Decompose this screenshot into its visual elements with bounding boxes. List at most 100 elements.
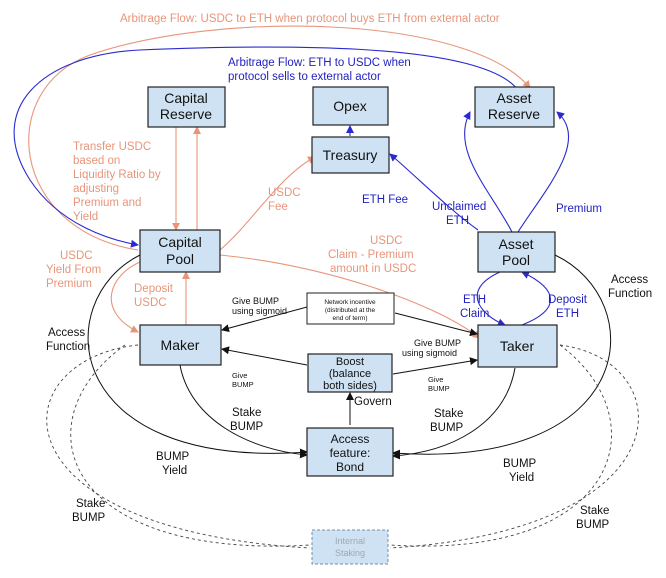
svg-text:based on: based on: [73, 155, 120, 167]
label-deposit-eth: Deposit ETH: [548, 294, 588, 320]
edge-stake-bump-far-right: [389, 344, 639, 549]
node-maker: Maker: [139, 324, 222, 366]
node-capital-reserve: Capital Reserve: [147, 86, 226, 128]
edge-usdc-claim: [219, 254, 481, 339]
node-label: Boost: [336, 356, 364, 368]
label-stake-bump-left: Stake BUMP: [230, 407, 264, 433]
svg-text:Function: Function: [46, 341, 90, 353]
edge-access-function-left: [87, 254, 308, 457]
edge-unclaimed-eth: [463, 111, 513, 233]
node-label: Bond: [336, 460, 364, 474]
svg-text:BUMP: BUMP: [576, 519, 610, 531]
label-transfer-usdc: Transfer USDC based on Liquidity Ratio b…: [73, 141, 161, 223]
svg-text:Give BUMP: Give BUMP: [232, 296, 279, 306]
svg-text:USDC: USDC: [268, 187, 301, 199]
node-label: Maker: [161, 337, 200, 353]
label-access-function-left: Access Function: [46, 327, 90, 353]
svg-text:Claim - Premium: Claim - Premium: [328, 249, 414, 261]
label-stake-bump-far-right: Stake BUMP: [576, 505, 610, 531]
svg-text:Premium: Premium: [46, 278, 92, 290]
label-bump-yield-right: BUMP Yield: [503, 458, 537, 484]
edge-bump-yield-left: [70, 344, 311, 547]
svg-text:BUMP: BUMP: [72, 512, 106, 524]
label-give-bump-sigmoid-left: Give BUMP using sigmoid: [232, 296, 287, 316]
edge-premium: [517, 111, 570, 233]
svg-text:BUMP: BUMP: [503, 458, 537, 470]
svg-text:Liquidity Ratio by: Liquidity Ratio by: [73, 169, 161, 181]
svg-text:adjusting: adjusting: [73, 183, 119, 195]
svg-text:Stake: Stake: [76, 498, 105, 510]
node-treasury: Treasury: [311, 136, 390, 174]
svg-text:Deposit: Deposit: [134, 283, 174, 295]
svg-text:Yield: Yield: [73, 211, 98, 223]
node-capital-pool: Capital Pool: [139, 229, 221, 273]
node-label: Pool: [502, 252, 530, 268]
svg-text:Stake: Stake: [434, 408, 463, 420]
node-label: Asset: [496, 90, 531, 106]
node-label: Capital: [164, 90, 208, 106]
node-label: end of term): [332, 315, 367, 322]
node-label: Asset: [498, 236, 533, 252]
svg-text:BUMP: BUMP: [430, 422, 464, 434]
svg-text:Fee: Fee: [268, 201, 288, 213]
svg-text:USDC: USDC: [134, 297, 167, 309]
node-asset-pool: Asset Pool: [477, 231, 556, 273]
node-label: Internal: [335, 536, 365, 546]
svg-text:Yield: Yield: [509, 472, 534, 484]
label-premium: Premium: [556, 203, 602, 215]
svg-text:Give: Give: [232, 371, 247, 380]
svg-text:USDC: USDC: [370, 235, 403, 247]
label-give-bump-sigmoid-right: Give BUMP using sigmoid: [402, 338, 461, 358]
edge-maker-stake-bump: [179, 364, 308, 459]
svg-text:Stake: Stake: [580, 505, 609, 517]
svg-text:ETH: ETH: [446, 215, 469, 227]
svg-text:Yield: Yield: [162, 465, 187, 477]
edge-usdc-yield: [110, 261, 141, 333]
edge-deposit-eth: [521, 271, 551, 326]
edge-eth-fee: [389, 153, 479, 231]
node-asset-reserve: Asset Reserve: [474, 86, 555, 128]
node-label: Network incentive: [324, 299, 376, 306]
svg-text:using sigmoid: using sigmoid: [232, 306, 287, 316]
node-label: Reserve: [488, 106, 540, 122]
svg-text:using sigmoid: using sigmoid: [402, 348, 457, 358]
svg-text:Claim: Claim: [460, 308, 489, 320]
label-govern: Govern: [354, 396, 392, 408]
label-unclaimed-eth: Unclaimed ETH: [432, 201, 486, 227]
node-label: Staking: [335, 548, 365, 558]
node-label: Reserve: [160, 106, 212, 122]
svg-text:Arbitrage Flow: ETH to USDC wh: Arbitrage Flow: ETH to USDC when: [228, 57, 411, 69]
label-give-bump-left: Give BUMP: [232, 371, 254, 389]
svg-text:Function: Function: [608, 288, 652, 300]
label-usdc-claim: USDC Claim - Premium amount in USDC: [328, 235, 416, 275]
svg-text:Unclaimed: Unclaimed: [432, 201, 486, 213]
node-label: (balance: [329, 368, 371, 380]
svg-text:Give BUMP: Give BUMP: [414, 338, 461, 348]
edge-bump-yield-right: [389, 344, 612, 547]
node-taker: Taker: [477, 324, 558, 368]
svg-text:Access: Access: [48, 327, 85, 339]
svg-text:Stake: Stake: [232, 407, 261, 419]
svg-text:protocol sells to external act: protocol sells to external actor: [228, 71, 381, 83]
svg-text:ETH: ETH: [556, 308, 579, 320]
label-deposit-usdc: Deposit USDC: [134, 283, 174, 309]
svg-text:amount in USDC: amount in USDC: [330, 263, 416, 275]
edge-access-function-right: [392, 254, 611, 458]
svg-text:Yield From: Yield From: [46, 264, 101, 276]
node-internal-staking: Internal Staking: [311, 529, 389, 565]
edge-usdc-fee: [219, 156, 316, 251]
node-label: (distributed at the: [325, 307, 376, 314]
node-label: feature:: [330, 446, 371, 460]
node-label: Opex: [333, 98, 366, 114]
label-arbitrage-usdc-eth: Arbitrage Flow: USDC to ETH when protoco…: [120, 13, 500, 25]
edge-boost-to-taker: [392, 357, 478, 375]
label-eth-fee: ETH Fee: [362, 194, 408, 206]
svg-text:Transfer USDC: Transfer USDC: [73, 141, 151, 153]
label-eth-claim: ETH Claim: [460, 294, 489, 320]
label-bump-yield-left: BUMP Yield: [156, 451, 190, 477]
node-access-bond: Access feature: Bond: [306, 427, 394, 477]
node-opex: Opex: [312, 86, 389, 126]
edge-network-to-maker: [221, 306, 308, 333]
svg-text:Deposit: Deposit: [548, 294, 588, 306]
